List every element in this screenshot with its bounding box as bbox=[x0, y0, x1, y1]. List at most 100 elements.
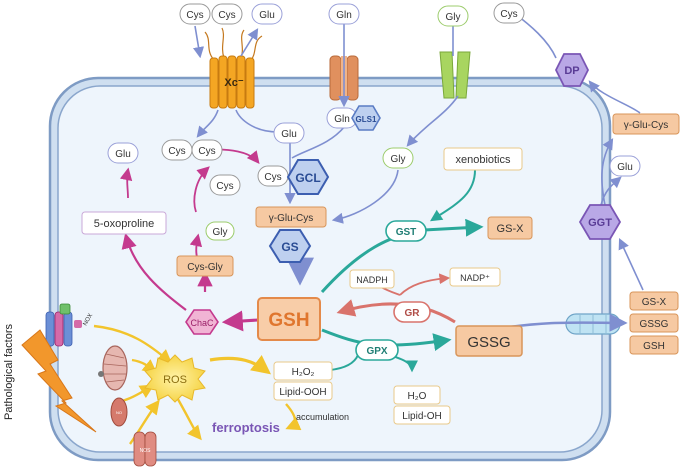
node-xenobiotics: xenobiotics bbox=[443, 147, 523, 171]
node-cys-out-2: Cys bbox=[211, 3, 243, 25]
svg-text:Gly: Gly bbox=[213, 227, 228, 238]
svg-text:H₂O: H₂O bbox=[408, 391, 427, 402]
node-gly-small: Gly bbox=[205, 221, 235, 241]
gpx-enzyme: GPX bbox=[355, 339, 399, 361]
svg-text:Lipid-OH: Lipid-OH bbox=[402, 411, 441, 422]
node-export-gssg: GSSG bbox=[629, 313, 679, 333]
node-h2o2: H₂O₂ bbox=[273, 361, 333, 381]
node-h2o: H₂O bbox=[393, 385, 441, 405]
ferroptosis-label: ferroptosis bbox=[212, 420, 280, 435]
svg-text:Glu: Glu bbox=[115, 149, 131, 160]
gls1-enzyme: GLS1 bbox=[351, 105, 381, 131]
node-glu-out: Glu bbox=[251, 3, 283, 25]
svg-text:Cys: Cys bbox=[264, 172, 281, 183]
node-lipid-oh: Lipid-OH bbox=[393, 405, 451, 425]
svg-text:ChaC: ChaC bbox=[190, 318, 214, 328]
svg-text:Cys: Cys bbox=[186, 10, 203, 21]
magenta-arrows bbox=[119, 148, 260, 332]
xc-transporter: Xc⁻ bbox=[204, 27, 263, 109]
nox-label: NOX bbox=[83, 313, 95, 327]
svg-text:Gln: Gln bbox=[334, 114, 350, 125]
gst-enzyme: GST bbox=[385, 220, 427, 242]
node-gln-out: Gln bbox=[328, 3, 360, 25]
node-gly-in: Gly bbox=[382, 147, 414, 169]
svg-text:NADPH: NADPH bbox=[356, 275, 388, 285]
node-gly-out: Gly bbox=[437, 5, 469, 27]
svg-text:GSSG: GSSG bbox=[467, 334, 510, 351]
node-glu-in: Glu bbox=[107, 142, 139, 164]
accumulation-label: accumulation bbox=[296, 412, 349, 422]
svg-text:Cys: Cys bbox=[198, 146, 215, 157]
svg-text:H₂O₂: H₂O₂ bbox=[292, 367, 315, 378]
svg-text:Lipid-OOH: Lipid-OOH bbox=[279, 387, 326, 398]
node-oxoproline: 5-oxoproline bbox=[81, 211, 167, 235]
node-cys-reduced: Cys bbox=[209, 174, 241, 196]
pathological-label: Pathological factors bbox=[3, 324, 15, 420]
node-cys-in-1: Cys bbox=[161, 139, 193, 161]
svg-text:GCL: GCL bbox=[295, 171, 320, 185]
gs-enzyme: GS bbox=[268, 229, 312, 263]
svg-text:GS-X: GS-X bbox=[642, 297, 667, 308]
gly-transporter bbox=[439, 51, 471, 99]
node-nadph: NADPH bbox=[349, 269, 395, 289]
node-gsh: GSH bbox=[257, 297, 321, 341]
lightning-icon bbox=[21, 329, 97, 433]
svg-text:xenobiotics: xenobiotics bbox=[455, 154, 511, 166]
svg-text:GGT: GGT bbox=[588, 217, 612, 229]
ggt-enzyme: GGT bbox=[578, 204, 622, 240]
svg-text:Glu: Glu bbox=[617, 162, 633, 173]
svg-text:Glu: Glu bbox=[281, 129, 297, 140]
chac-enzyme: ChaC bbox=[185, 309, 219, 335]
xc-label: Xc⁻ bbox=[224, 77, 243, 89]
svg-text:DP: DP bbox=[564, 65, 579, 77]
svg-text:GSH: GSH bbox=[268, 310, 309, 331]
svg-text:GSH: GSH bbox=[643, 341, 665, 352]
no-molecule: NO bbox=[110, 397, 128, 427]
svg-text:NOS: NOS bbox=[140, 448, 152, 454]
svg-text:Cys: Cys bbox=[218, 10, 235, 21]
svg-text:5-oxoproline: 5-oxoproline bbox=[94, 218, 155, 230]
node-nadp: NADP⁺ bbox=[449, 267, 501, 287]
node-cysgly: Cys-Gly bbox=[176, 255, 234, 277]
svg-text:Cys: Cys bbox=[168, 146, 185, 157]
svg-text:Glu: Glu bbox=[259, 10, 275, 21]
gr-enzyme: GR bbox=[393, 301, 431, 323]
svg-text:GS: GS bbox=[281, 240, 298, 254]
gcl-enzyme: GCL bbox=[286, 159, 330, 195]
ros-burst: ROS bbox=[144, 354, 206, 403]
node-cys-out-1: Cys bbox=[179, 3, 211, 25]
svg-text:Gly: Gly bbox=[391, 154, 406, 165]
svg-text:GST: GST bbox=[396, 227, 417, 238]
node-cys-mid: Cys bbox=[257, 165, 289, 187]
svg-text:Gly: Gly bbox=[446, 12, 461, 23]
node-cys-far: Cys bbox=[493, 2, 525, 24]
node-export-gsx: GS-X bbox=[629, 291, 679, 311]
node-cys-in-2: Cys bbox=[191, 139, 223, 161]
svg-text:Cys: Cys bbox=[216, 181, 233, 192]
mitochondrion bbox=[98, 345, 128, 391]
node-glu-left: Glu bbox=[273, 122, 305, 144]
node-gsx: GS-X bbox=[487, 216, 533, 240]
svg-text:GS-X: GS-X bbox=[497, 223, 525, 235]
nox-complex: NOX bbox=[45, 303, 95, 347]
svg-text:GPX: GPX bbox=[366, 346, 387, 357]
svg-text:ROS: ROS bbox=[163, 374, 187, 386]
svg-text:NADP⁺: NADP⁺ bbox=[460, 273, 490, 283]
svg-text:GR: GR bbox=[405, 308, 421, 319]
node-glu-right: Glu bbox=[609, 155, 641, 177]
nos-enzyme: NOS bbox=[133, 431, 157, 467]
svg-text:NO: NO bbox=[116, 410, 122, 415]
dp-enzyme: DP bbox=[554, 53, 590, 87]
svg-text:Cys: Cys bbox=[500, 9, 517, 20]
node-lipid-ooh: Lipid-OOH bbox=[273, 381, 333, 401]
svg-text:Gln: Gln bbox=[336, 10, 352, 21]
svg-text:γ-Glu-Cys: γ-Glu-Cys bbox=[624, 120, 668, 131]
node-ggc-right: γ-Glu-Cys bbox=[612, 113, 680, 135]
node-gssg: GSSG bbox=[455, 325, 523, 357]
node-ggc: γ-Glu-Cys bbox=[255, 206, 327, 228]
svg-text:GLS1: GLS1 bbox=[356, 115, 377, 124]
svg-text:GSSG: GSSG bbox=[640, 319, 669, 330]
svg-text:γ-Glu-Cys: γ-Glu-Cys bbox=[269, 213, 313, 224]
